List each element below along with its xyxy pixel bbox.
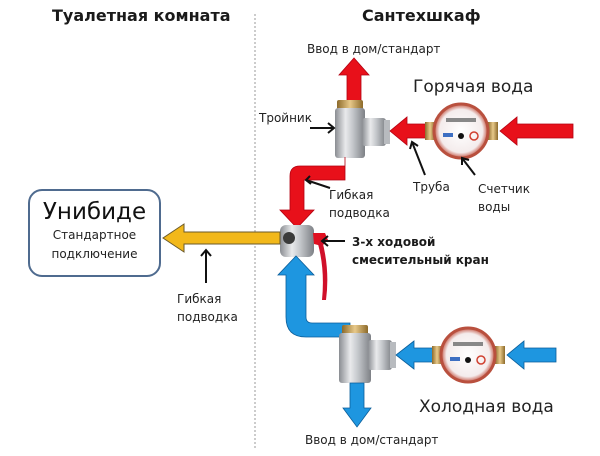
hot-water-meter [425, 102, 498, 160]
flex-hose-left-line2: подводка [177, 310, 238, 324]
hot-incoming-arrow [499, 116, 574, 146]
meter-label: Счетчик воды [478, 180, 530, 216]
flex-hose-top-line2: подводка [329, 206, 390, 220]
meter-label-line1: Счетчик [478, 182, 530, 196]
hot-pipe-arrow [389, 116, 429, 146]
left-section-title: Туалетная комната [52, 6, 231, 25]
tee-label: Тройник [259, 111, 312, 125]
pipe-label: Труба [413, 180, 450, 194]
flex-hose-left-label: Гибкая подводка [177, 290, 238, 326]
cold-incoming-arrow [506, 340, 557, 370]
cold-water-meter [432, 326, 505, 384]
pointer-arrows [200, 122, 476, 283]
mixing-valve-line2: смесительный кран [352, 253, 489, 267]
mixing-valve [280, 225, 328, 300]
hot-tee-fitting [335, 100, 390, 158]
cold-pipe-arrow [395, 340, 435, 370]
hot-inlet-arrow [338, 57, 370, 103]
cold-tee-fitting [339, 325, 396, 383]
cold-flex-hose [277, 255, 351, 338]
hot-flex-hose [279, 157, 346, 229]
mixed-outlet-arrow [162, 223, 281, 253]
flex-hose-left-line1: Гибкая [177, 292, 222, 306]
pipe-pointer-arrow [411, 141, 426, 176]
right-section-title: Сантехшкаф [362, 6, 481, 25]
bidet-title: Унибиде [42, 199, 147, 225]
inlet-top-label: Ввод в дом/стандарт [307, 42, 441, 56]
flex-hose-top-line1: Гибкая [329, 188, 374, 202]
mixing-valve-label: 3-х ходовой смесительный кран [352, 233, 489, 269]
bidet-subtitle-line2: подключение [51, 247, 138, 261]
meter-pointer-arrow [461, 157, 476, 176]
meter-label-line2: воды [478, 200, 511, 214]
bidet-subtitle-line1: Стандартное [52, 228, 137, 242]
bidet-box: Унибиде Стандартное подключение [28, 189, 161, 277]
flex-hose-top-label: Гибкая подводка [329, 186, 390, 222]
mixing-valve-line1: 3-х ходовой [352, 235, 436, 249]
cold-water-label: Холодная вода [419, 397, 554, 417]
inlet-bottom-label: Ввод в дом/стандарт [305, 433, 439, 447]
flex-hose-top-pointer-arrow [305, 179, 331, 189]
hot-water-label: Горячая вода [413, 77, 534, 97]
cold-inlet-arrow [342, 382, 372, 428]
